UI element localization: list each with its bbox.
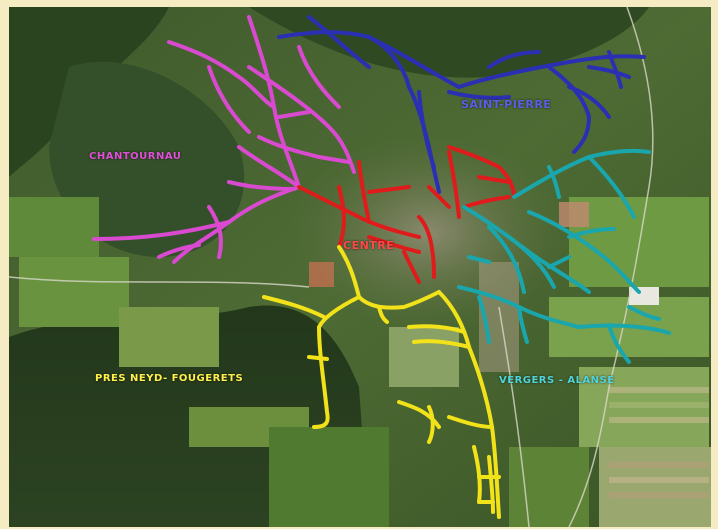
network-chantournau	[92, 15, 356, 264]
main-roads	[9, 7, 654, 527]
crop-fields	[609, 387, 709, 498]
field	[9, 197, 99, 257]
district-label-chantournau: CHANTOURNAU	[89, 151, 182, 162]
building	[629, 287, 659, 305]
district-label-saint-pierre: SAINT-PIERRE	[461, 98, 552, 111]
network-centre	[297, 145, 516, 284]
field	[119, 307, 219, 367]
network-saint-pierre	[277, 15, 646, 194]
forest-area-n	[249, 7, 649, 78]
network-pres-neyd	[262, 245, 501, 519]
district-label-pres-neyd: PRES NEYD- FOUGERETS	[95, 373, 244, 384]
network-vergers	[457, 148, 671, 364]
aerial-map[interactable]: CHANTOURNAU SAINT-PIERRE CENTRE PRES NEY…	[9, 7, 711, 527]
field	[599, 447, 711, 527]
field	[269, 427, 389, 527]
sports-field	[559, 202, 589, 227]
district-label-centre: CENTRE	[343, 239, 395, 252]
field	[19, 257, 129, 327]
district-label-vergers: VERGERS - ALANSE	[499, 375, 615, 386]
aerial-photo	[9, 7, 711, 527]
building	[309, 262, 334, 287]
town-center	[209, 107, 609, 387]
